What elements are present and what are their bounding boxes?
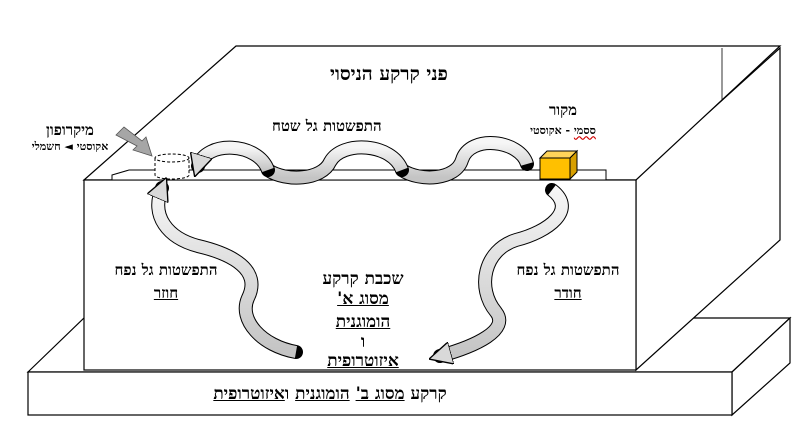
layer-a-word-isotropic: איזוטרופית (327, 351, 399, 372)
reflected-wave-line2: חוזר (153, 284, 179, 303)
source-title: מקור (548, 101, 578, 119)
penetrating-wave-label: התפשטות גל נפח חודר (494, 261, 642, 303)
reflected-wave-label: התפשטות גל נפח חוזר (92, 261, 240, 303)
layer-a-word-layer: שכבת קרקע (322, 269, 404, 289)
layer-b-word-type: מסוג ב' (355, 384, 405, 404)
layer-a-line1: שכבת קרקע מסוג א' (264, 269, 462, 309)
surface-wave-arrows (198, 136, 534, 185)
source-label: מקור ססמי - אקוסטי (508, 101, 618, 138)
microphone-title: מיקרופון (46, 121, 94, 139)
layer-b-word-and: ו (284, 384, 296, 404)
penetrating-wave-line2: חודר (554, 284, 582, 303)
source-subtitle-acoustic: - אקוסטי (530, 124, 574, 138)
surface-wave-label: התפשטות גל שטח (272, 117, 382, 135)
microphone-subtitle: אקוסטי ◄ חשמלי (31, 140, 109, 154)
microphone-icon (154, 153, 190, 180)
microphone-pointer-arrow (115, 126, 153, 157)
layer-a-word-and: ו (360, 331, 366, 352)
layer-b-word-homogeneous: הומוגנית (295, 384, 350, 404)
layer-b-label: קרקע מסוג ב' הומוגנית ואיזוטרופית (170, 384, 490, 405)
layer-a-word-homogeneous: הומוגנית (335, 312, 391, 333)
layer-a-word-type: מסוג א' (337, 288, 389, 309)
layer-b-word-isotropic: איזוטרופית (213, 384, 285, 404)
reflected-wave-line1: התפשטות גל נפח (114, 261, 218, 279)
reflected-wave-arrow (158, 188, 303, 359)
source-subtitle: ססמי - אקוסטי (508, 124, 618, 138)
source-box-icon (538, 149, 579, 181)
penetrating-wave-line1: התפשטות גל נפח (516, 261, 620, 279)
top-soil-block (82, 45, 782, 372)
page-title: פני קרקע הניסוי (330, 63, 448, 85)
layer-b-word-soil: קרקע (404, 384, 447, 404)
microphone-label: מיקרופון אקוסטי ◄ חשמלי (14, 121, 126, 154)
penetrating-wave-arrow (440, 183, 569, 356)
surface-slab (111, 169, 607, 181)
source-subtitle-seismic: ססמי (573, 124, 596, 138)
